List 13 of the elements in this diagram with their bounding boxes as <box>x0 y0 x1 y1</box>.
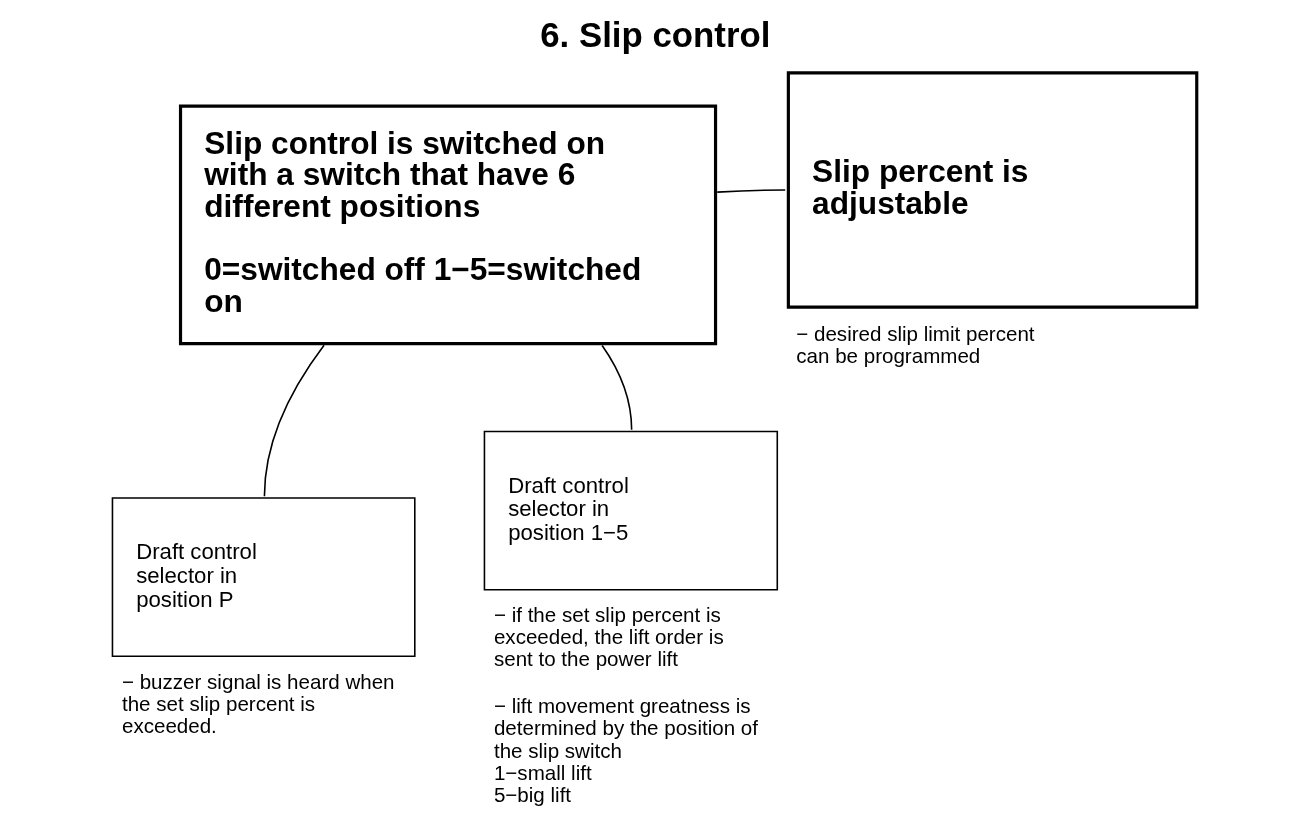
node-label: − buzzer signal is heard when the set slip percent is exceeded. <box>121 669 395 737</box>
node-box: Draft control selector in position P <box>111 497 416 657</box>
node-box: Draft control selector in position 1−5 <box>483 430 779 591</box>
connector <box>263 344 325 498</box>
node-box: Slip percent is adjustable <box>786 71 1199 309</box>
connector <box>601 344 633 431</box>
node-label: − lift movement greatness is determined by the position of the slip switch <box>493 694 758 762</box>
node-label: − desired slip limit percent can be programmed <box>796 322 1035 368</box>
diagram-title: 6. Slip control <box>540 14 771 54</box>
node-box: Slip control is switched on with a switch that have 6 different positions 0=switched off 1−5=switched on <box>178 104 718 346</box>
connector <box>716 189 786 193</box>
node-label: 5−big lift <box>493 782 572 806</box>
node-label: − if the set slip percent is exceeded, the lift order is sent to the power lift <box>493 603 724 671</box>
